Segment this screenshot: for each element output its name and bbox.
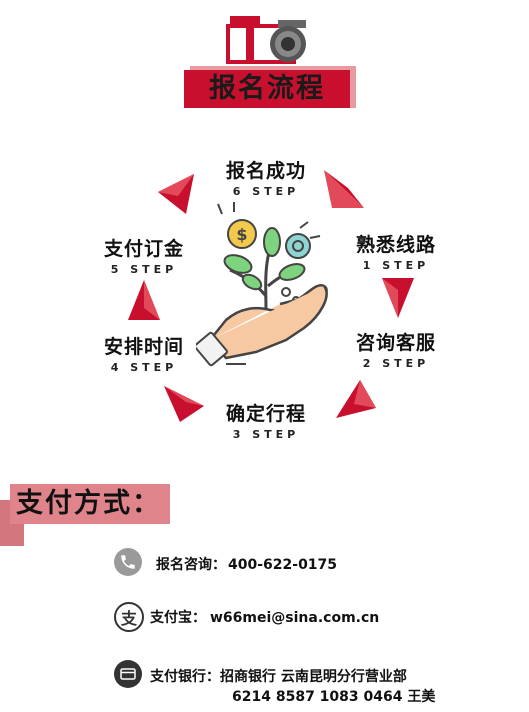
- alipay-icon: 支: [114, 602, 144, 632]
- arrow-1-icon: [158, 174, 194, 214]
- alipay-label: 支付宝：: [150, 610, 206, 626]
- arrow-4-icon: [336, 380, 376, 418]
- step-5: 支付订金 5 STEP: [84, 234, 204, 276]
- step-6-title: 报名成功: [225, 160, 306, 182]
- step-1-title: 熟悉线路: [355, 234, 436, 256]
- step-5-number: 5 STEP: [110, 263, 178, 276]
- payment-banner: [10, 484, 170, 524]
- hand-plant-money-icon: $: [196, 202, 328, 367]
- phone-row: 报名咨询：400-622-0175: [156, 554, 337, 574]
- step-2-number: 2 STEP: [362, 357, 430, 370]
- step-4-number: 4 STEP: [110, 361, 178, 374]
- alipay-row: 支付宝：w66mei@sina.com.cn: [150, 607, 379, 627]
- phone-value[interactable]: 400-622-0175: [228, 557, 338, 573]
- step-6-number: 6 STEP: [232, 185, 300, 198]
- camera-icon: [226, 16, 306, 64]
- page-title: 报名流程: [209, 73, 325, 104]
- step-3-title: 确定行程: [225, 403, 306, 425]
- bank-card-icon: [114, 660, 142, 688]
- step-4-title: 安排时间: [103, 336, 184, 358]
- svg-text:$: $: [236, 225, 247, 244]
- step-3: 确定行程 3 STEP: [206, 399, 326, 441]
- phone-label: 报名咨询：: [156, 557, 226, 573]
- arrow-3-icon: [382, 278, 414, 318]
- bank-line-2: 6214 8587 1083 0464 王美: [232, 689, 436, 705]
- step-1-number: 1 STEP: [362, 259, 430, 272]
- step-3-number: 3 STEP: [232, 428, 300, 441]
- step-1: 熟悉线路 1 STEP: [336, 230, 456, 272]
- step-6: 报名成功 6 STEP: [206, 156, 326, 198]
- step-4: 安排时间 4 STEP: [84, 332, 204, 374]
- arrow-5-icon: [164, 386, 204, 422]
- arrow-6-icon: [128, 280, 160, 320]
- arrow-2-icon: [324, 170, 364, 208]
- payment-title: 支付方式：: [16, 488, 161, 519]
- step-5-title: 支付订金: [103, 238, 184, 260]
- step-2: 咨询客服 2 STEP: [336, 328, 456, 370]
- alipay-value[interactable]: w66mei@sina.com.cn: [210, 610, 380, 626]
- step-2-title: 咨询客服: [355, 332, 436, 354]
- header-banner: [184, 70, 350, 108]
- bank-line-1: 支付银行：招商银行 云南昆明分行营业部: [150, 669, 407, 685]
- phone-icon: [114, 548, 142, 576]
